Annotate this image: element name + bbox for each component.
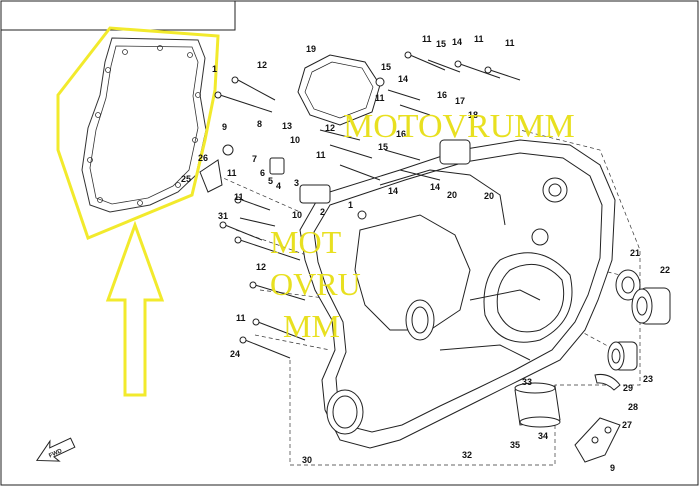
callout-14: 14 [430, 182, 440, 192]
callout-19: 19 [306, 44, 316, 54]
callout-27: 27 [622, 420, 632, 430]
callout-28: 28 [628, 402, 638, 412]
callout-11: 11 [474, 34, 484, 44]
callout-18: 18 [468, 110, 478, 120]
fwd-arrow-icon: FWD [35, 437, 76, 462]
callout-33: 33 [522, 377, 532, 387]
callout-14: 14 [398, 74, 408, 84]
crankcase-body [299, 139, 616, 449]
callout-29: 29 [623, 383, 633, 393]
callout-15: 15 [381, 62, 391, 72]
callout-12: 12 [256, 262, 266, 272]
callout-16: 16 [396, 129, 406, 139]
gasket-fragment [199, 159, 223, 193]
callout-8: 8 [257, 119, 262, 129]
callout-35: 35 [510, 440, 520, 450]
callout-11: 11 [375, 93, 385, 103]
bolts [214, 51, 521, 359]
callout-9: 9 [222, 122, 227, 132]
callout-20: 20 [447, 190, 457, 200]
callout-11: 11 [227, 168, 237, 178]
callout-20: 20 [484, 191, 494, 201]
callout-32: 32 [462, 450, 472, 460]
bracket-27 [574, 417, 621, 463]
callout-21: 21 [630, 248, 640, 258]
callout-7: 7 [252, 154, 257, 164]
callout-25: 25 [181, 174, 191, 184]
callout-1: 1 [348, 200, 353, 210]
bearings [607, 269, 671, 371]
callout-13: 13 [282, 121, 292, 131]
cover-plate-19 [297, 54, 381, 126]
callout-15: 15 [436, 39, 446, 49]
highlight-up-arrow [105, 220, 165, 397]
watermark-block-3: MM [283, 308, 340, 344]
callout-17: 17 [455, 96, 465, 106]
callout-11: 11 [236, 313, 246, 323]
callout-12: 12 [325, 123, 335, 133]
watermark-block-1: MOT [270, 224, 342, 260]
callout-11: 11 [422, 34, 432, 44]
callout-34: 34 [538, 431, 548, 441]
callout-11: 11 [505, 38, 515, 48]
crankcase-gasket [81, 37, 207, 213]
callout-5: 5 [268, 176, 273, 186]
callout-1: 1 [212, 64, 217, 74]
callout-30: 30 [302, 455, 312, 465]
callout-11: 11 [316, 150, 326, 160]
callout-16: 16 [437, 90, 447, 100]
callout-22: 22 [660, 265, 670, 275]
callout-2: 2 [320, 207, 325, 217]
gasket-highlight-outline [56, 26, 220, 240]
callout-12: 12 [257, 60, 267, 70]
watermark-block-2: OVRU [270, 266, 361, 302]
callout-labels: 19 11 15 14 11 11 12 1 15 14 16 17 18 9 … [181, 34, 670, 473]
title-box-corner [1, 1, 236, 31]
callout-6: 6 [260, 168, 265, 178]
callout-10: 10 [292, 210, 302, 220]
callout-10: 10 [290, 135, 300, 145]
sleeve-bushing [514, 382, 561, 428]
callout-26: 26 [198, 153, 208, 163]
watermark-line-top: MOTOVRUMM [343, 108, 575, 145]
callout-15: 15 [378, 142, 388, 152]
callout-11: 11 [234, 192, 244, 202]
callout-4: 4 [276, 181, 281, 191]
callout-14: 14 [452, 37, 462, 47]
callout-23: 23 [643, 374, 653, 384]
callout-24: 24 [230, 349, 240, 359]
callout-31: 31 [218, 211, 228, 221]
callout-9: 9 [610, 463, 615, 473]
fwd-label: FWD [48, 448, 64, 459]
callout-3: 3 [294, 178, 299, 188]
callout-14: 14 [388, 186, 398, 196]
clip-29 [594, 374, 621, 391]
watermark: MOTOVRUMM MOT OVRU MM [270, 108, 575, 344]
